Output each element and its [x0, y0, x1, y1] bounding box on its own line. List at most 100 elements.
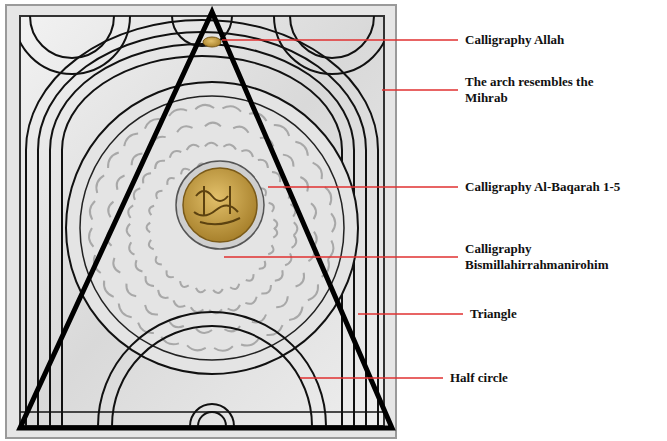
inner-panel: [20, 16, 384, 426]
calligraphy-stroke: [126, 284, 136, 297]
calligraphy-stroke: [134, 188, 141, 200]
arch: [26, 20, 378, 426]
painting-frame: [6, 5, 396, 438]
calligraphy-stroke: [296, 273, 305, 287]
leader-line: [300, 377, 443, 379]
calligraphy-stroke: [170, 151, 182, 158]
calligraphy-stroke: [294, 222, 298, 235]
calligraphy-stroke: [166, 270, 173, 277]
callout-label: Calligraphy Allah: [465, 32, 655, 48]
calligraphy-stroke: [214, 346, 233, 351]
leader-line: [222, 39, 458, 41]
arch: [38, 32, 366, 426]
calligraphy-stroke: [113, 258, 120, 273]
calligraphy-stroke: [117, 175, 125, 189]
calligraphy-stroke: [300, 177, 308, 191]
calligraphy-stroke: [274, 125, 289, 136]
calligraphy-stroke: [149, 240, 154, 249]
leader-line: [358, 313, 463, 315]
gold-calligraphy: [194, 186, 240, 224]
top-arc: [274, 16, 384, 74]
calligraphy-stroke: [180, 281, 189, 287]
calligraphy-stroke: [259, 261, 266, 269]
calligraphy-stroke: [295, 142, 307, 156]
half-circle: [198, 412, 226, 426]
calligraphy-stroke: [230, 284, 239, 289]
calligraphy-stroke: [261, 285, 271, 294]
calligraphy-stroke: [289, 307, 302, 320]
calligraphy-stroke: [174, 300, 186, 306]
calligraphy-stroke: [149, 206, 154, 215]
calligraphy-stroke: [268, 245, 273, 254]
medallion-ring: [176, 161, 264, 249]
calligraphy-stroke: [273, 219, 277, 229]
callout-label: Half circle: [450, 370, 600, 386]
callout-label: Calligraphy Bismillahirrahmanirohim: [465, 241, 661, 273]
calligraphy-stroke: [167, 178, 174, 185]
calligraphy-stroke: [233, 127, 248, 133]
calligraphy-stroke: [158, 290, 168, 298]
top-arc: [20, 16, 130, 74]
calligraphy-stroke: [308, 284, 318, 300]
calligraphy-stroke: [245, 297, 256, 304]
leader-lines: [222, 40, 463, 378]
leader-line: [224, 256, 458, 258]
calligraphy-stroke: [129, 242, 134, 254]
allah-mark: [203, 37, 221, 47]
half-circles: [20, 312, 384, 426]
calligraphy-stroke: [213, 289, 223, 293]
base-line: [20, 411, 384, 413]
calligraphy-stroke: [187, 145, 200, 150]
calligraphy-stroke: [205, 143, 218, 147]
mihrab-arches: [20, 16, 384, 426]
calligraphy-stroke: [246, 274, 254, 281]
calligraphy-stroke: [143, 173, 151, 183]
leader-line: [382, 89, 458, 91]
calligraphy-stroke: [283, 155, 294, 167]
calligraphy-stroke: [325, 187, 332, 205]
calligraphy-stroke: [104, 281, 114, 297]
calligraphy-stroke: [127, 224, 131, 237]
leader-line: [268, 186, 458, 188]
calligraphy-stroke: [195, 105, 214, 109]
calligraphy-stroke: [269, 203, 274, 212]
calligraphy-stroke: [223, 145, 236, 150]
calligraphy-stroke: [145, 305, 158, 315]
calligraphy-stroke: [119, 304, 132, 318]
callout-label: Triangle: [470, 306, 620, 322]
calligraphy-stroke: [90, 201, 95, 220]
calligraphy-stroke: [313, 163, 322, 180]
calligraphy-stroke: [273, 228, 277, 238]
calligraphy-stroke: [156, 256, 162, 264]
calligraphy-texture: [89, 105, 335, 351]
calligraphy-stroke: [292, 235, 297, 248]
calligraphy-stroke: [128, 205, 133, 218]
callout-label: The arch resembles the Mihrab: [465, 74, 615, 106]
calligraphy-stroke: [311, 203, 316, 219]
calligraphy-stroke: [177, 126, 192, 132]
calligraphy-stroke: [124, 133, 138, 146]
outer-frame: [6, 5, 396, 438]
triangle: [20, 12, 392, 428]
calligraphy-stroke: [276, 296, 288, 307]
calligraphy-stroke: [191, 307, 204, 312]
calligraphy-stroke: [331, 213, 335, 232]
calligraphy-stroke: [241, 150, 253, 157]
calligraphy-stroke: [145, 276, 154, 286]
calligraphy-stroke: [96, 175, 104, 193]
half-circle: [98, 312, 326, 426]
half-circle: [190, 404, 234, 426]
calligraphy-stroke: [258, 160, 268, 168]
calligraphy-stroke: [147, 223, 151, 233]
top-arc: [30, 16, 114, 58]
calligraphy-stroke: [205, 123, 221, 127]
top-arc: [290, 16, 374, 58]
calligraphy-stroke: [241, 338, 259, 345]
calligraphy-stroke: [222, 106, 241, 111]
gold-disc: [183, 168, 257, 242]
calligraphy-stroke: [169, 320, 184, 327]
calligraphy-stroke: [196, 288, 206, 292]
